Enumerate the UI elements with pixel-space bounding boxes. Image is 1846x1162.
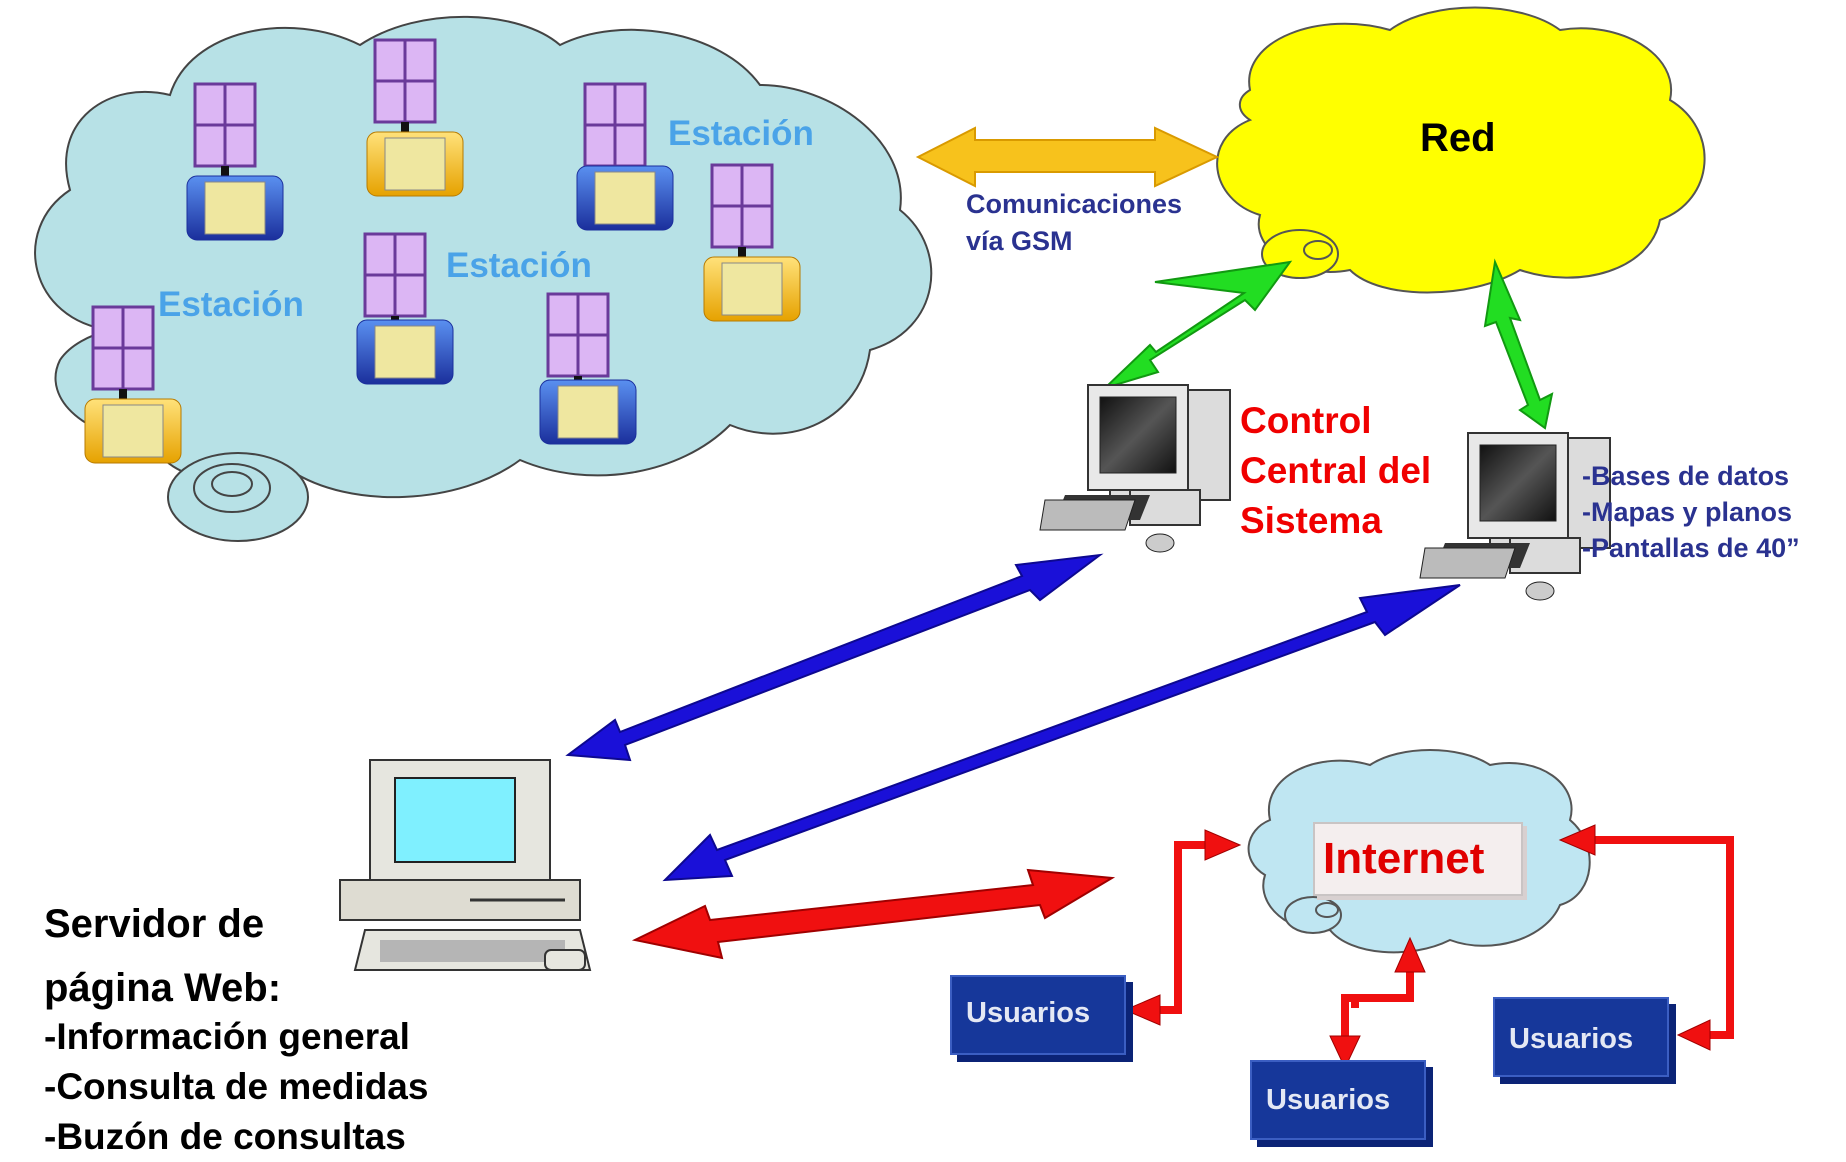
internet-box: Internet (1313, 822, 1523, 896)
server-item: -Información general (44, 1016, 410, 1057)
control-label-line: Sistema (1240, 500, 1382, 541)
stations-cloud (34, 15, 933, 542)
station-6 (539, 292, 637, 445)
server-item: -Consulta de medidas (44, 1066, 429, 1107)
server-items: -Información general -Consulta de medida… (44, 1012, 428, 1162)
users-label: Usuarios (1509, 1023, 1634, 1055)
green-arrow-2 (1483, 258, 1554, 430)
server-title-line: Servidor de (44, 902, 265, 946)
users-label: Usuarios (966, 997, 1091, 1029)
station-4 (703, 163, 801, 322)
workstation-items: -Bases de datos -Mapas y planos -Pantall… (1582, 458, 1800, 566)
station-2 (366, 38, 464, 197)
web-server-computer-icon (339, 759, 592, 971)
gsm-label-line: Comunicaciones (966, 189, 1183, 219)
station-label: Estación (158, 285, 304, 324)
control-label-line: Central del (1240, 450, 1432, 491)
workstation-computer-icon (1419, 432, 1611, 601)
control-computer-icon (1039, 384, 1231, 553)
users-connector-heads (1123, 824, 1711, 1070)
users-box: Usuarios (950, 975, 1126, 1055)
blue-arrow-1 (565, 553, 1104, 762)
internet-label: Internet (1323, 834, 1485, 883)
station-label: Estación (668, 114, 814, 153)
station-1 (186, 82, 284, 241)
gsm-label-line: vía GSM (966, 226, 1073, 256)
web-arrow (631, 868, 1116, 960)
workstation-item: -Pantallas de 40” (1582, 533, 1800, 563)
server-item: -Buzón de consultas (44, 1116, 406, 1157)
workstation-item: -Bases de datos (1582, 461, 1790, 491)
red-label: Red (1420, 116, 1496, 160)
station-3 (576, 82, 674, 231)
blue-arrow-2 (662, 584, 1461, 882)
users-label: Usuarios (1266, 1084, 1391, 1116)
gsm-arrow (915, 126, 1220, 188)
green-arrow-1 (1104, 260, 1293, 389)
station-7 (84, 305, 182, 464)
station-5 (356, 232, 454, 385)
station-label: Estación (446, 246, 592, 285)
workstation-item: -Mapas y planos (1582, 497, 1793, 527)
server-title: Servidor de página Web: (44, 892, 281, 1020)
users-box: Usuarios (1250, 1060, 1426, 1140)
gsm-label: Comunicaciones vía GSM (966, 186, 1182, 260)
control-label: Control Central del Sistema (1240, 396, 1431, 546)
users-box: Usuarios (1493, 997, 1669, 1077)
control-label-line: Control (1240, 400, 1372, 441)
server-title-line: página Web: (44, 966, 282, 1010)
